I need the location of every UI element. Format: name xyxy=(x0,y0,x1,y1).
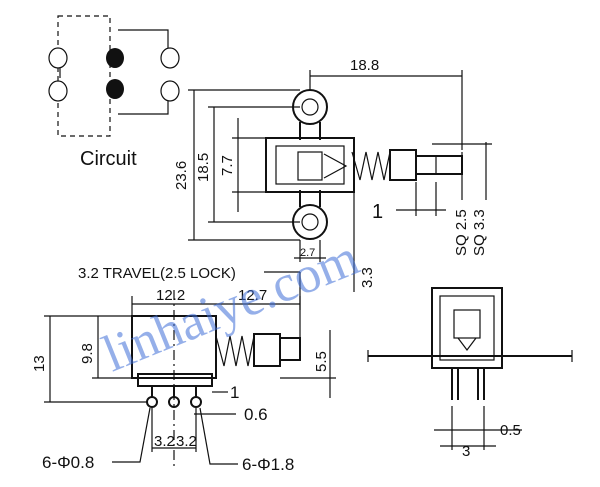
front-view: 0.5 3 xyxy=(367,287,573,460)
dim-height-inner: 7.7 xyxy=(219,155,236,176)
side-pin-1 xyxy=(146,396,158,408)
dim-pitch-a: 3.2 xyxy=(154,433,175,450)
circuit-wire-top xyxy=(118,29,169,48)
dim-pin-small: 6-Φ0.8 xyxy=(42,453,94,472)
circuit-terminal-open-4 xyxy=(160,80,180,102)
top-plunger-rod xyxy=(415,155,463,175)
dim-pitch-b: 3.2 xyxy=(176,433,197,450)
top-ear-upper-hole xyxy=(301,98,319,116)
front-body-inner xyxy=(439,295,495,361)
dim-width-right: 12.7 xyxy=(238,287,267,304)
dim-pin-pitch: 1 xyxy=(372,201,383,223)
circuit-label: Circuit xyxy=(80,148,137,170)
dim-plunger-height: 5.5 xyxy=(313,351,330,372)
circuit-terminal-common-1 xyxy=(106,48,124,68)
dim-side-height-total: 13 xyxy=(31,355,48,372)
side-plunger-rod xyxy=(279,337,301,361)
dim-tab-width: 2.7 xyxy=(300,247,315,259)
dim-sq-large: SQ 3.3 xyxy=(471,209,488,256)
front-body xyxy=(431,287,503,369)
circuit-terminal-open-2 xyxy=(160,47,180,69)
dim-height-total: 23.6 xyxy=(173,161,190,190)
dim-height-body: 18.5 xyxy=(195,153,212,182)
top-body xyxy=(265,137,355,193)
top-slider xyxy=(297,151,323,181)
dim-length: 18.8 xyxy=(350,57,379,74)
dim-sq-small: SQ 2.5 xyxy=(453,209,470,256)
circuit-wire-bottom xyxy=(118,98,169,115)
top-ear-lower-hole xyxy=(301,213,319,231)
dim-front-thickness: 0.5 xyxy=(500,422,521,439)
side-pin-3 xyxy=(190,396,202,408)
dim-width-left: 12.2 xyxy=(156,287,185,304)
side-base xyxy=(137,373,213,387)
front-slider xyxy=(453,309,481,339)
top-plunger-collar xyxy=(389,149,417,181)
side-plunger-collar xyxy=(253,333,281,367)
circuit-terminal-open-3 xyxy=(48,80,68,102)
circuit-dashed-frame xyxy=(57,15,111,137)
travel-label: 3.2 TRAVEL(2.5 LOCK) xyxy=(78,265,236,282)
side-pin-2 xyxy=(168,396,180,408)
dim-front-width: 3 xyxy=(462,443,470,460)
dim-offset: 3.3 xyxy=(359,267,376,288)
dim-pin-large: 6-Φ1.8 xyxy=(242,455,294,474)
dim-pin-thickness: 0.6 xyxy=(244,405,268,424)
circuit-schematic: Circuit xyxy=(48,15,180,170)
circuit-terminal-common-2 xyxy=(106,79,124,99)
dim-pin-offset: 1 xyxy=(230,383,239,402)
side-view: 3.2 TRAVEL(2.5 LOCK) 12.2 12.7 13 9.8 xyxy=(31,265,336,474)
top-view: 18.8 23.6 18.5 7.7 2.7 3.3 1 SQ 2.5 SQ 3… xyxy=(173,57,492,292)
dim-side-height-body: 9.8 xyxy=(79,343,96,364)
circuit-terminal-open-1 xyxy=(48,47,68,69)
